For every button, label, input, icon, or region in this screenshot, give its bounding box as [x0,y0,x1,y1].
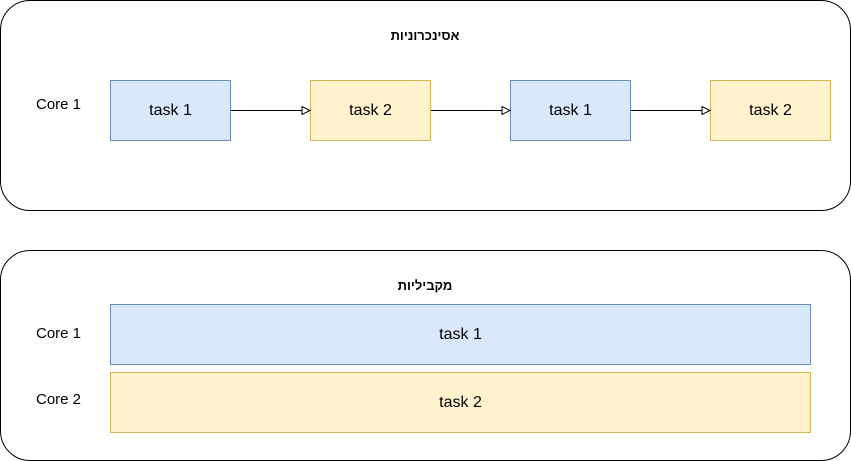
parallel-task-label-1: task 1 [439,325,482,343]
async-core-1-label: Core 1 [36,96,82,113]
parallel-core-2-label: Core 2 [36,391,82,408]
async-task-box-1: task 1 [110,80,231,141]
parallel-core-1-label: Core 1 [36,325,82,342]
async-task-label-2: task 2 [349,101,392,119]
async-task-box-3: task 1 [510,80,631,141]
async-task-box-2: task 2 [310,80,431,141]
async-title: אסינכרוניות [390,28,460,43]
parallel-task-label-2: task 2 [439,393,482,411]
parallel-task-bar-1: task 1 [110,304,811,365]
async-task-box-4: task 2 [710,80,831,141]
async-task-label-3: task 1 [549,101,592,119]
async-task-label-4: task 2 [749,101,792,119]
async-task-label-1: task 1 [149,101,192,119]
parallel-task-bar-2: task 2 [110,372,811,433]
parallel-title: מקביליות [397,278,453,293]
